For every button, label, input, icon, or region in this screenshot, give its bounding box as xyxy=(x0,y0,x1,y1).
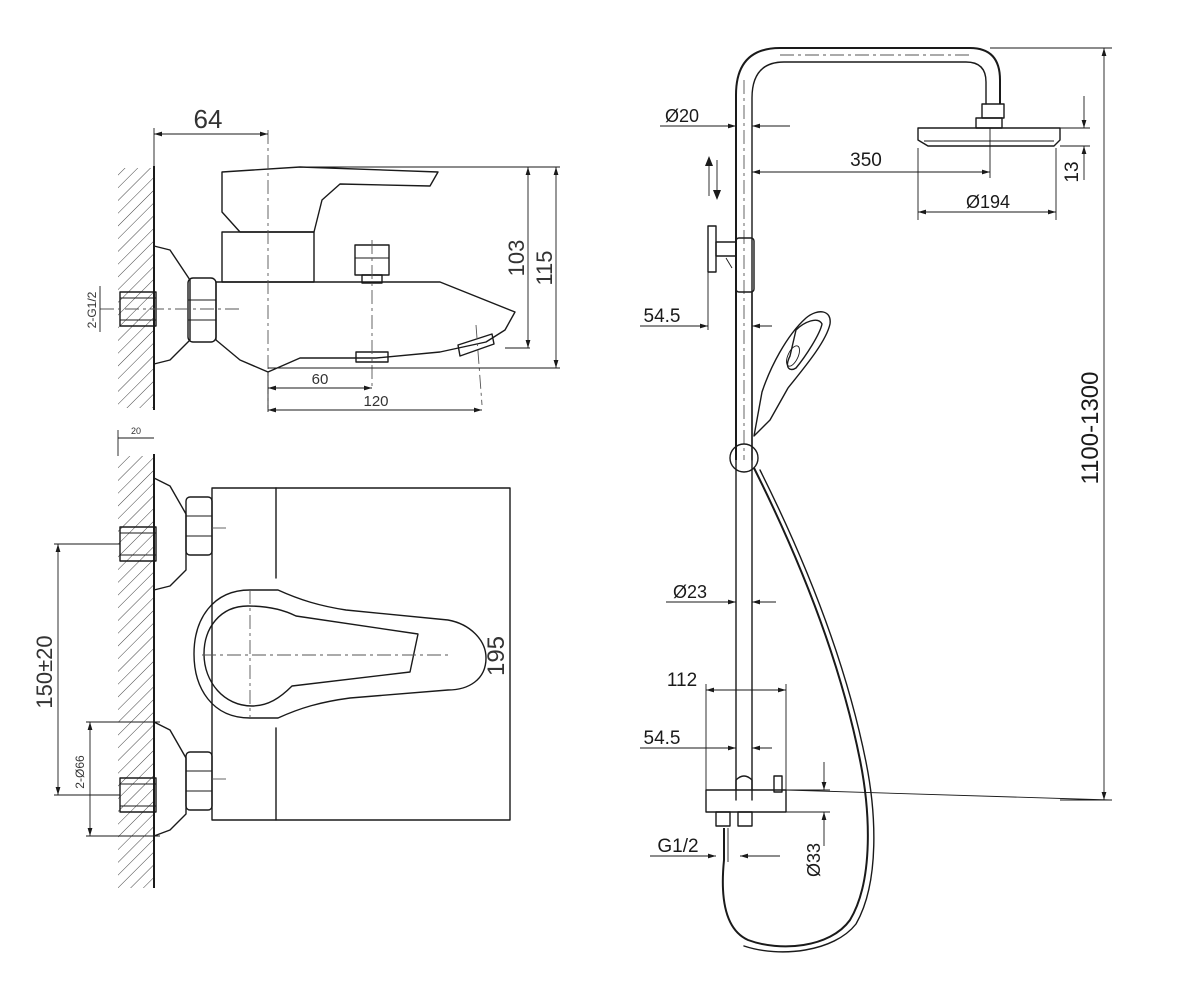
bar-knob xyxy=(773,775,783,793)
holder-ball xyxy=(729,443,759,473)
lower-escutcheon xyxy=(153,721,187,837)
column-diverter-knob xyxy=(707,225,717,273)
overhead-arm-outer xyxy=(735,47,1001,460)
shower-hose xyxy=(721,467,869,948)
hand-shower xyxy=(753,311,831,437)
dim-o33-label: Ø33 xyxy=(804,843,824,877)
column-collar xyxy=(735,237,755,293)
dim-60-label: 60 xyxy=(312,371,329,388)
dim-350-label: 350 xyxy=(850,150,882,171)
dim-height-label: 1100-1300 xyxy=(1077,372,1104,485)
top-spout-outline xyxy=(193,589,487,719)
dim-150-label: 150±20 xyxy=(32,635,57,708)
outlet-nut xyxy=(715,811,731,827)
dim-115-label: 115 xyxy=(532,250,557,285)
dim-54-lower-label: 54.5 xyxy=(644,728,681,749)
escutcheon xyxy=(153,245,191,365)
dim-g12-label: G1/2 xyxy=(657,836,698,857)
dim-o20-label: Ø20 xyxy=(665,106,699,126)
spout-aerator xyxy=(457,333,495,357)
dim-o194-label: Ø194 xyxy=(966,192,1010,212)
dim-inlet-thread-label: 2-G1/2 xyxy=(85,291,99,328)
wall-hatch-lower xyxy=(118,456,154,888)
thermo-bar xyxy=(705,789,787,813)
height-adjust-arrows-icon xyxy=(705,156,721,200)
dim-120-label: 120 xyxy=(363,393,388,410)
dim-103-label: 103 xyxy=(504,240,529,277)
dim-195-label: 195 xyxy=(483,636,510,676)
lever-handle xyxy=(221,166,439,233)
dim-13-label: 13 xyxy=(1062,161,1083,182)
dim-112-label: 112 xyxy=(667,670,697,691)
upper-nut xyxy=(185,496,213,556)
wall-hatch xyxy=(118,168,154,408)
shower-head xyxy=(917,127,1061,147)
shower-column: Ø20 350 13 Ø194 54.5 xyxy=(640,47,1112,953)
overhead-arm-inner xyxy=(751,61,987,461)
dim-64-label: 64 xyxy=(194,104,223,134)
lower-nut xyxy=(185,751,213,811)
top-lever-handle xyxy=(203,605,419,707)
side-view: 64 103 115 2-G1/2 60 120 xyxy=(85,104,560,413)
upper-escutcheon xyxy=(153,477,187,591)
dim-54-upper-label: 54.5 xyxy=(644,306,681,327)
dim-20-label: 20 xyxy=(131,426,141,436)
top-view: 20 150±20 2- xyxy=(32,426,511,888)
dim-o23-label: Ø23 xyxy=(673,582,707,602)
head-connector xyxy=(981,103,1005,119)
mixer-body xyxy=(215,281,516,373)
top-body xyxy=(211,487,511,821)
dim-66-label: 2-Ø66 xyxy=(73,755,87,789)
hex-nut xyxy=(187,277,217,343)
